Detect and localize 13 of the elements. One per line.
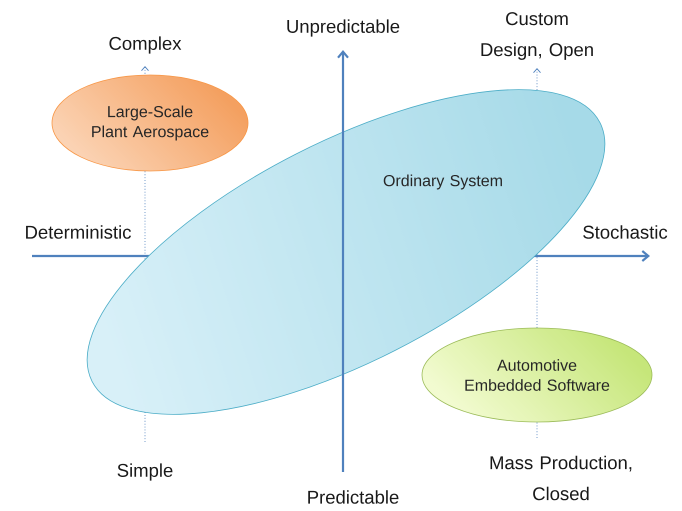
node-text: Automotive Embedded Software <box>465 359 610 391</box>
axis-label: Deterministic <box>26 225 131 239</box>
axis-label: Custom Design, Open <box>481 12 593 60</box>
axis-label: Unpredictable <box>287 19 400 37</box>
axis-label: Mass Production, Closed <box>490 456 632 500</box>
axis-label: Stochastic <box>583 225 668 239</box>
oval-shape <box>52 74 248 172</box>
axis-label: Complex <box>109 36 182 54</box>
axis-label: Predictable <box>308 490 398 504</box>
oval-shape <box>422 328 652 422</box>
node-text: Ordinary System <box>384 174 502 190</box>
axis-label: Simple <box>118 463 172 481</box>
node-text: Large-Scale Plant Aerospace <box>92 106 208 140</box>
